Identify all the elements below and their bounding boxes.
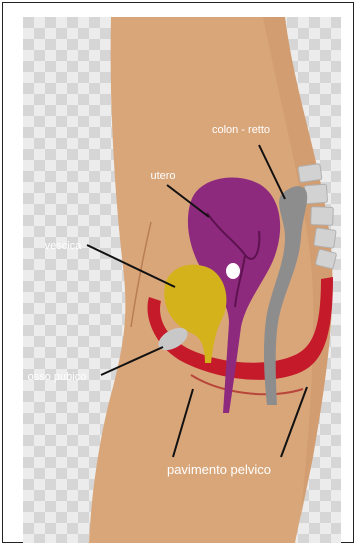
label-osso-pubico: osso pubico [28,371,87,383]
pelvic-anatomy-figure: colon - retto utero vescica osso pubico … [23,17,341,543]
label-vescica: vescica [45,240,83,252]
label-pavimento-pelvico: pavimento pelvico [167,462,271,477]
pelvic-diagram: colon - retto utero vescica osso pubico … [23,17,341,543]
image-frame: colon - retto utero vescica osso pubico … [2,2,354,543]
label-colon-retto: colon - retto [212,124,270,136]
label-utero: utero [150,170,175,182]
ovary [226,263,240,279]
